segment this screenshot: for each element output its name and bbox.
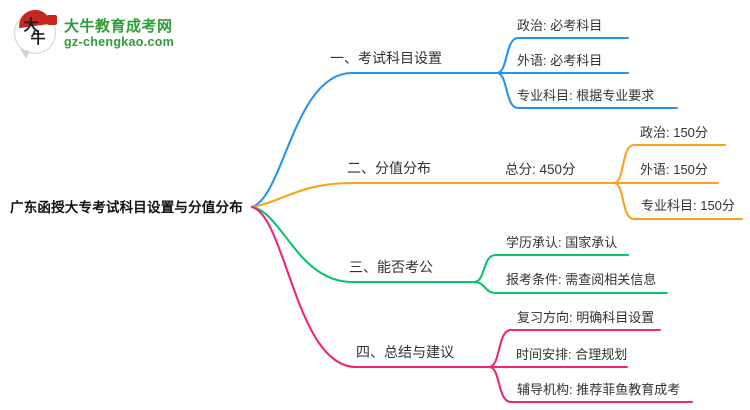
logo-title: 大牛教育成考网 [64,17,173,35]
node-politics-required: 政治: 必考科目 [517,18,603,33]
branch-summary-suggestions: 四、总结与建议 [356,344,454,360]
node-major-subject-score: 专业科目: 150分 [641,198,735,213]
node-foreign-language-score: 外语: 150分 [640,162,708,177]
branch-civil-service-eligibility: 三、能否考公 [349,259,433,275]
node-total-score: 总分: 450分 [505,162,576,177]
root-topic: 广东函授大专考试科目设置与分值分布 [10,200,243,215]
site-logo: 大 牛 大牛教育成考网 gz-chengkao.com [14,7,175,59]
node-foreign-language-required: 外语: 必考科目 [517,53,603,68]
dainiu-bull-seal-icon: 大 牛 [14,7,57,59]
node-time-planning: 时间安排: 合理规划 [516,347,628,362]
branch-exam-subjects: 一、考试科目设置 [330,50,442,66]
branch-score-distribution: 二、分值分布 [347,160,431,176]
node-politics-score: 政治: 150分 [640,125,708,140]
logo-calligraphy: 大 牛 [23,18,46,47]
node-degree-recognition: 学历承认: 国家承认 [506,235,618,250]
node-application-conditions: 报考条件: 需查阅相关信息 [506,272,657,287]
node-major-subject-requirement: 专业科目: 根据专业要求 [517,88,655,103]
logo-domain: gz-chengkao.com [64,34,175,49]
node-tutoring-recommendation: 辅导机构: 推荐菲鱼教育成考 [517,382,681,397]
node-review-direction: 复习方向: 明确科目设置 [517,310,655,325]
red-seal-icon [47,15,57,25]
